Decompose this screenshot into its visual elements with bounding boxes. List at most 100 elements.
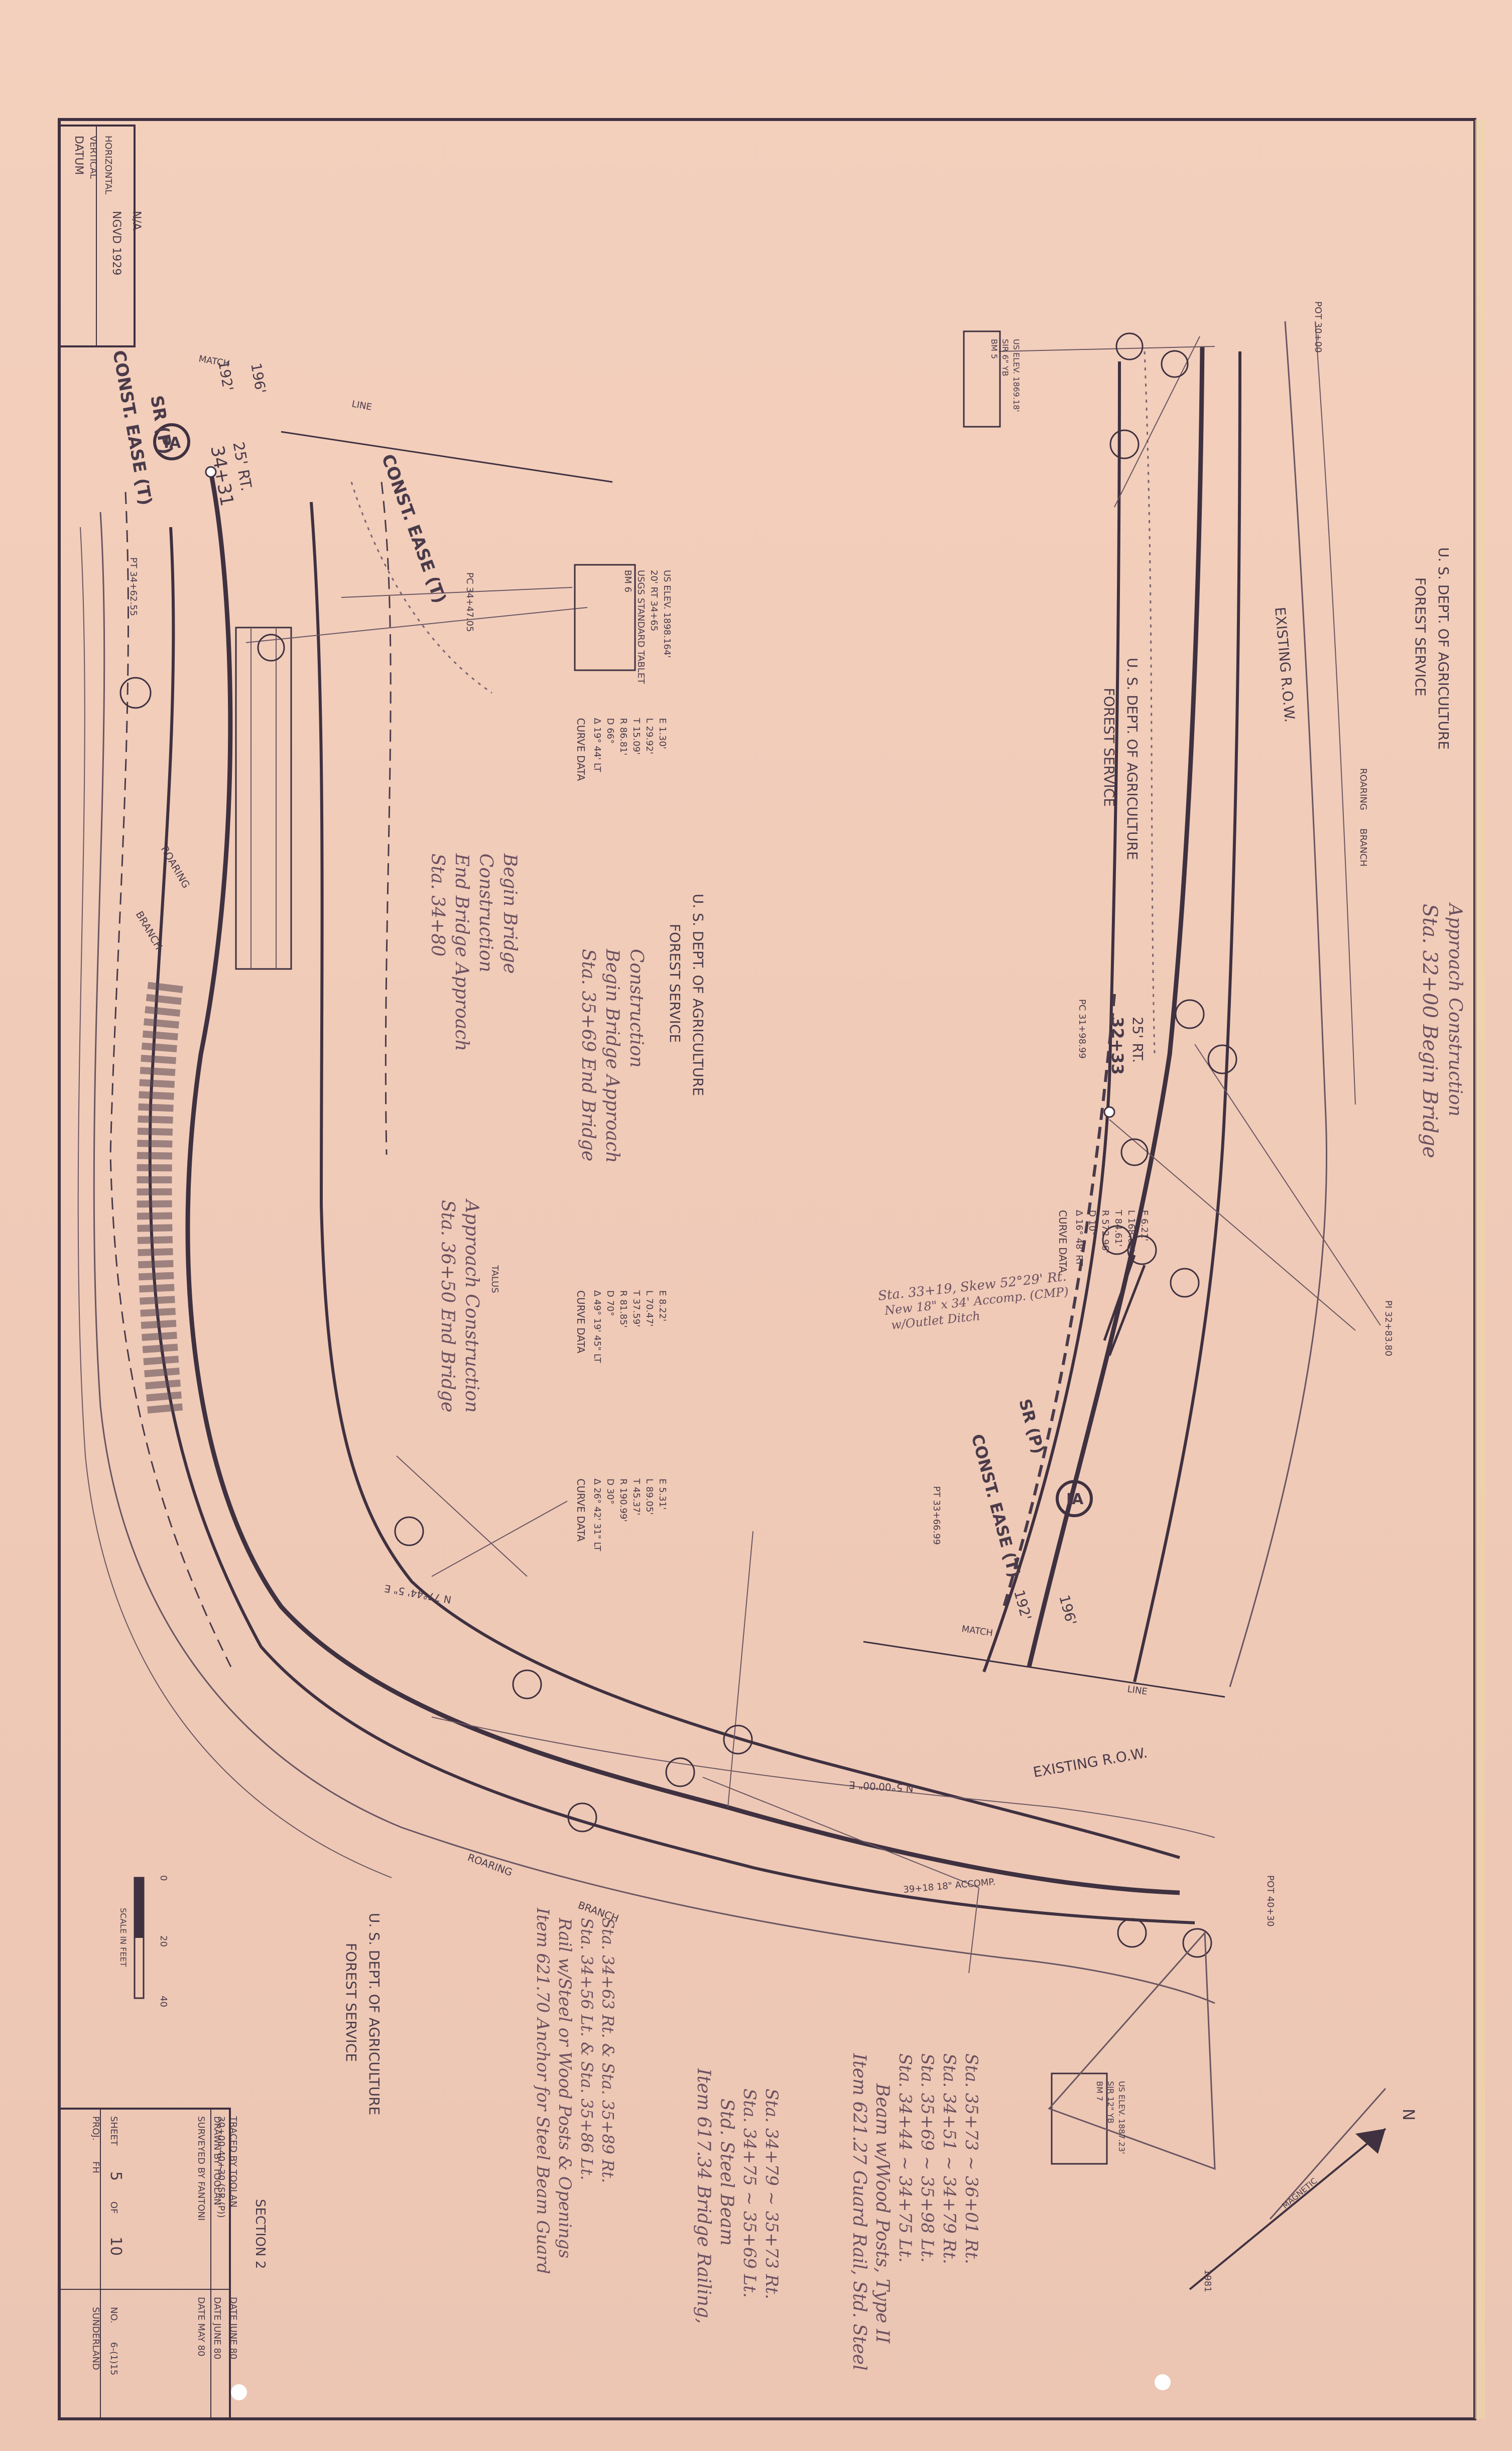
svg-text:FOREST SERVICE: FOREST SERVICE <box>1412 577 1429 696</box>
marker-ia-right <box>1056 1480 1093 1517</box>
road-edge-right-east <box>1133 351 1241 1682</box>
tb-proj: PROJ. <box>90 2116 101 2141</box>
bm5-line2: SIR 6" YB <box>1000 339 1010 376</box>
north-arrow: MAGNETIC N 1981 <box>1189 2088 1418 2292</box>
north-label: N <box>1399 2109 1418 2121</box>
svg-text:T 45.37': T 45.37' <box>631 1478 642 1515</box>
note-sta-3200: Sta. 32+00 Begin Bridge Approach Constru… <box>1418 902 1465 1158</box>
svg-text:Construction: Construction <box>475 853 496 972</box>
roaring-right: ROARING <box>1358 768 1368 810</box>
svg-text:Δ 49° 19' 45" LT: Δ 49° 19' 45" LT <box>592 1290 602 1364</box>
tape-strip <box>1475 119 1485 2419</box>
pt-label-left: PT 34+62.55 <box>128 557 139 616</box>
offset-mid-right: 25' RT. <box>1129 1017 1146 1063</box>
match-line-left <box>281 431 613 483</box>
svg-text:Δ 19° 44' LT: Δ 19° 44' LT <box>592 718 602 773</box>
tb-sheet: SHEET <box>108 2116 119 2146</box>
existing-row-left: EXISTING R.O.W. <box>1032 1744 1149 1780</box>
items-guard-rail: Item 621.27 Guard Rail, Std. Steel Beam … <box>849 2053 981 2371</box>
svg-text:U. S. DEPT. OF AGRICULTURE: U. S. DEPT. OF AGRICULTURE <box>1435 547 1452 750</box>
svg-text:CURVE DATA: CURVE DATA <box>575 718 587 781</box>
agency-label-top: FOREST SERVICE U. S. DEPT. OF AGRICULTUR… <box>1412 547 1452 750</box>
bm5-line1: BM 5 <box>989 339 999 359</box>
svg-text:Sta. 34+75 ~ 35+69 Lt.: Sta. 34+75 ~ 35+69 Lt. <box>739 2089 760 2298</box>
accomp-label: 39+18 18" ACCOMP. <box>903 1877 996 1895</box>
svg-text:Approach Construction: Approach Construction <box>461 1198 482 1413</box>
riprap <box>137 982 183 1418</box>
bearing-1: N 5°00'00" E <box>849 1779 914 1794</box>
tb-traced-by: TRACED BY TOOLAN <box>228 2116 238 2208</box>
roaring-label-bottom: ROARING <box>466 1851 514 1878</box>
marker-ia-text-left: IA <box>164 434 181 452</box>
svg-text:U. S. DEPT. OF AGRICULTURE: U. S. DEPT. OF AGRICULTURE <box>690 894 706 1096</box>
svg-text:Item 617.34 Bridge Railing,: Item 617.34 Bridge Railing, <box>693 2068 714 2324</box>
svg-text:Sta. 32+00 Begin Bridge: Sta. 32+00 Begin Bridge <box>1418 904 1441 1158</box>
sheet-border <box>58 118 1476 2420</box>
svg-text:D 66°: D 66° <box>605 718 615 744</box>
bridge-deck <box>235 627 292 970</box>
svg-text:R 572.96': R 572.96' <box>1100 1210 1110 1253</box>
note-sta-3480: Sta. 34+80 End Bridge Approach Construct… <box>427 853 520 1051</box>
tb-no: NO. <box>108 2307 119 2323</box>
scale-tick-20: 20 <box>158 1935 169 1947</box>
svg-text:Approach Construction: Approach Construction <box>1445 902 1465 1117</box>
bm6-box: BM 6 USGS STANDARD TABLET 20' RT 34+65 U… <box>574 564 672 684</box>
sr-label-right: SR (P) <box>1015 1397 1048 1456</box>
left-alignment <box>77 423 1215 2004</box>
road-edge-east <box>310 502 1180 1859</box>
note-sta-3569: Sta. 35+69 End Bridge Begin Bridge Appro… <box>578 948 647 1163</box>
tb-place: SUNDERLAND <box>90 2307 101 2370</box>
items-bridge-railing: Item 617.34 Bridge Railing, Std. Steel B… <box>693 2068 782 2324</box>
svg-text:Sta. 34+56 Lt. & Sta. 35+86 Lt: Sta. 34+56 Lt. & Sta. 35+86 Lt. <box>577 1918 596 2180</box>
svg-text:D 10°: D 10° <box>1087 1210 1097 1236</box>
datum-vertical-label: VERTICAL <box>88 136 98 179</box>
svg-text:Sta. 34+80: Sta. 34+80 <box>427 853 448 956</box>
curve-data-1: CURVE DATA Δ 19° 44' LT D 66° R 86.81' T… <box>575 717 668 781</box>
svg-text:Sta. 34+79 ~ 35+73 Rt.: Sta. 34+79 ~ 35+73 Rt. <box>762 2089 782 2299</box>
match-label-left: MATCH <box>198 353 230 370</box>
line-label-left: LINE <box>351 399 372 413</box>
stream-bank-right <box>1229 321 1328 1687</box>
svg-text:Sta. 35+69 End Bridge: Sta. 35+69 End Bridge <box>578 949 598 1161</box>
magnetic-label: MAGNETIC <box>1280 2176 1319 2211</box>
dim-196-right: 196' <box>1056 1593 1080 1627</box>
note-sta-3650: Sta. 36+50 End Bridge Approach Construct… <box>437 1198 482 1413</box>
pi-label-right: PI 32+83.80 <box>1383 1300 1394 1356</box>
curve-data-2: CURVE DATA Δ 49° 19' 45" LT D 70° R 81.8… <box>575 1290 668 1364</box>
svg-text:US ELEV. 1898.164': US ELEV. 1898.164' <box>662 570 672 658</box>
road-edge-right-west <box>982 361 1121 1673</box>
scale-bar: SCALE IN FEET 0 20 40 <box>118 1875 169 2007</box>
svg-text:Δ 26° 42' 31" LT: Δ 26° 42' 31" LT <box>592 1479 602 1552</box>
tb-drawn-by: DRAWN BY TOOLAN <box>212 2116 222 2205</box>
svg-text:Item 621.27 Guard Rail, Std. S: Item 621.27 Guard Rail, Std. Steel <box>849 2053 869 2371</box>
year-label: 1981 <box>1202 2269 1213 2292</box>
curve-data-3: CURVE DATA Δ 26° 42' 31" LT D 30° R 190.… <box>575 1478 668 1552</box>
agency-label-left: FOREST SERVICE U. S. DEPT. OF AGRICULTUR… <box>667 894 706 1096</box>
marker-ia-left <box>153 423 190 460</box>
svg-text:FOREST SERVICE: FOREST SERVICE <box>667 924 683 1043</box>
svg-text:Begin Bridge Approach: Begin Bridge Approach <box>602 948 622 1163</box>
svg-text:20' RT 34+65: 20' RT 34+65 <box>649 570 659 631</box>
right-alignment <box>863 321 1381 2170</box>
svg-text:Sta. 34+63 Rt. & Sta. 35+89 Rt: Sta. 34+63 Rt. & Sta. 35+89 Rt. <box>598 1918 617 2183</box>
scale-label: SCALE IN FEET <box>118 1908 128 1967</box>
tb-surveyed-by: SURVEYED BY FANTONI <box>196 2116 206 2221</box>
punch-hole-right <box>1155 2374 1171 2390</box>
sta-mid-right: 32+33 <box>1108 1017 1127 1075</box>
svg-text:CURVE DATA: CURVE DATA <box>1057 1210 1069 1273</box>
centerline-left <box>185 471 1180 1895</box>
existing-row-right: EXISTING R.O.W. <box>1272 606 1298 723</box>
datum-horizontal-value: N/A <box>130 211 143 230</box>
tb-no-value: 6-(1)15 <box>108 2342 119 2375</box>
dim-192-right: 192' <box>1011 1588 1035 1622</box>
datum-title: DATUM <box>72 136 85 175</box>
tb-date-traced: DATE JUNE 80 <box>228 2297 238 2360</box>
bm5-line3: US ELEV. 1869.18' <box>1012 339 1021 412</box>
svg-text:End Bridge Approach: End Bridge Approach <box>451 853 472 1051</box>
svg-text:R 86.81': R 86.81' <box>618 718 628 756</box>
svg-text:L 89.05': L 89.05' <box>644 1479 655 1515</box>
svg-text:FOREST SERVICE: FOREST SERVICE <box>343 1943 359 2062</box>
svg-text:E 5.31': E 5.31' <box>657 1479 668 1510</box>
